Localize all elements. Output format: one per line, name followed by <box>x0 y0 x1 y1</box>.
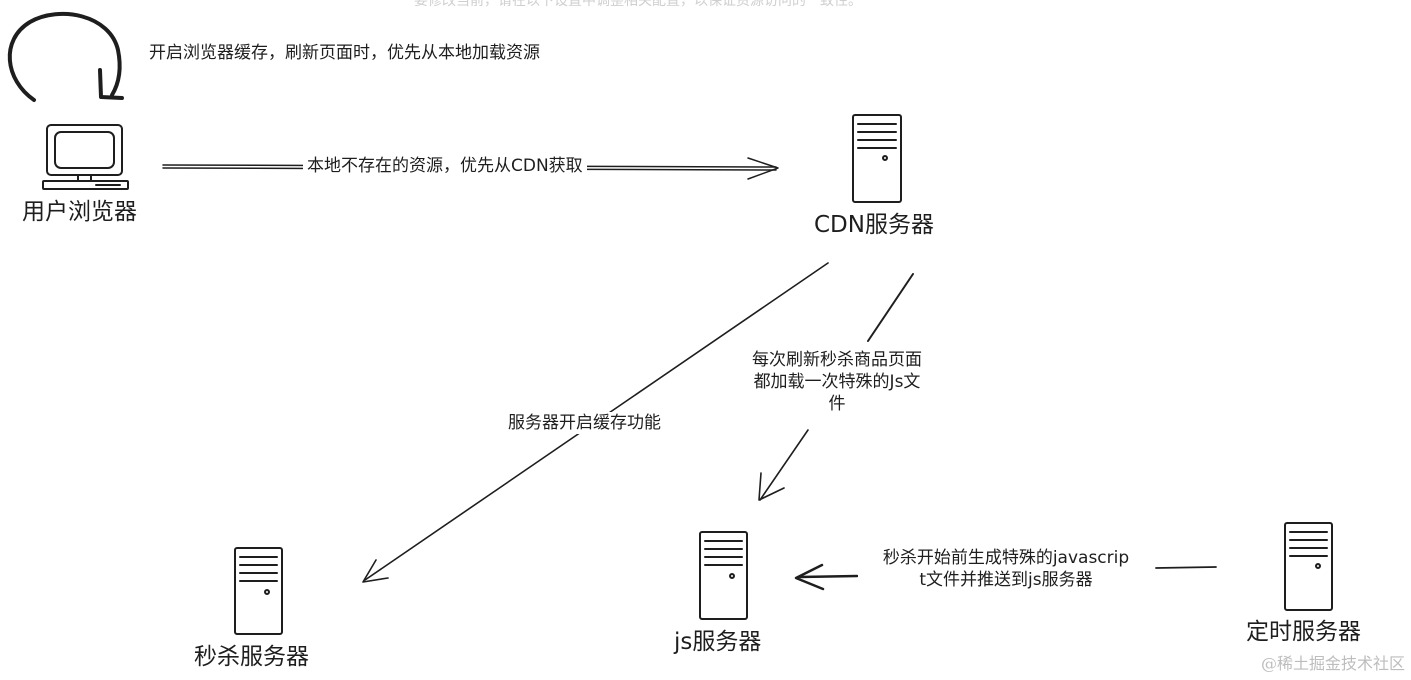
node-label-cdn: CDN服务器 <box>814 212 934 238</box>
edge-label-cdn-to-js-line2: 都加载一次特殊的Js文 <box>753 372 921 392</box>
edge-label-browser-cache: 开启浏览器缓存，刷新页面时，优先从本地加载资源 <box>149 42 540 64</box>
edge-label-cdn-to-seckill: 服务器开启缓存功能 <box>508 412 661 434</box>
node-label-js: js服务器 <box>674 629 762 655</box>
node-label-seckill: 秒杀服务器 <box>194 644 309 670</box>
edge-label-timer-to-js-line1: 秒杀开始前生成特殊的javascrip <box>882 548 1130 568</box>
timer-to-js-arrow <box>794 563 1217 591</box>
seckill-server-icon <box>234 547 283 635</box>
js-server-icon <box>699 531 748 620</box>
watermark: @稀土掘金技术社区 <box>1260 654 1405 673</box>
edge-label-cdn-to-js: 每次刷新秒杀商品页面 都加载一次特殊的Js文 件 <box>732 349 942 415</box>
cdn-server-icon <box>852 114 902 203</box>
edge-label-cdn-to-js-line3: 件 <box>828 394 846 414</box>
node-label-timer: 定时服务器 <box>1246 619 1361 645</box>
timer-server-icon <box>1284 522 1333 611</box>
edge-label-browser-to-cdn: 本地不存在的资源，优先从CDN获取 <box>303 155 587 177</box>
edge-label-timer-to-js: 秒杀开始前生成特殊的javascrip t文件并推送到js服务器 <box>858 547 1154 591</box>
edge-label-cdn-to-js-line1: 每次刷新秒杀商品页面 <box>752 350 922 370</box>
computer-icon <box>42 124 129 190</box>
node-label-browser: 用户浏览器 <box>22 199 137 225</box>
browser-cache-loop-arrow <box>7 11 124 102</box>
cdn-to-js-arrow <box>758 273 914 501</box>
faded-header-text: 要修改当前，请在以下设置中调整相关配置，以保证资源访问的一致性。 <box>414 0 862 9</box>
edge-label-timer-to-js-line2: t文件并推送到js服务器 <box>919 570 1093 590</box>
